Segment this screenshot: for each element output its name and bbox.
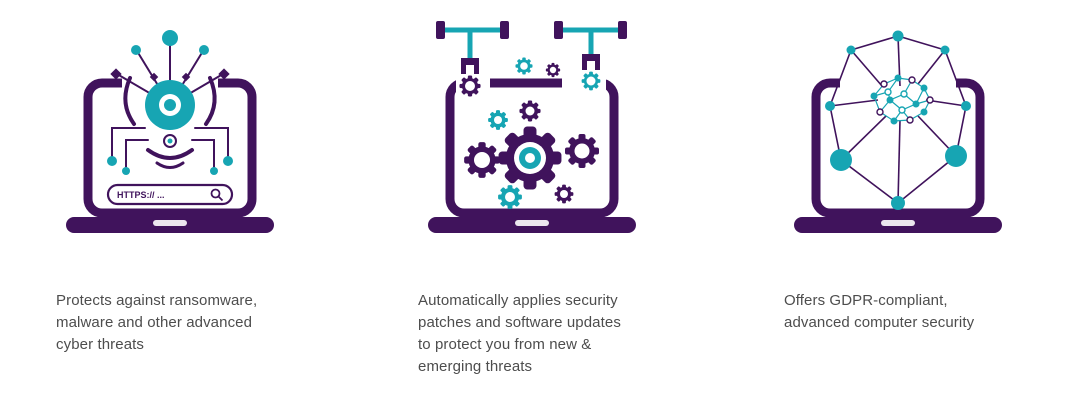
url-text: HTTPS:// ...	[117, 190, 165, 200]
gears-cluster-icon	[464, 100, 599, 209]
feature-caption: Protects against ransomware, malware and…	[56, 292, 258, 353]
network-shield-icon	[825, 30, 971, 210]
url-search-bar: HTTPS:// ...	[106, 183, 234, 206]
brain-network-icon	[870, 74, 934, 125]
robotic-arm-left-icon	[436, 21, 509, 74]
feature-gdpr-compliance: Offers GDPR-compliant, advanced computer…	[778, 8, 1048, 334]
security-updates-illustration	[428, 21, 636, 233]
search-icon	[210, 188, 224, 202]
border-mask	[562, 75, 606, 92]
feature-threat-protection: HTTPS:// ... Protects against ransomware…	[50, 8, 320, 356]
feature-caption: Automatically applies security patches a…	[418, 292, 621, 375]
feature-caption: Offers GDPR-compliant, advanced computer…	[784, 292, 975, 331]
gdpr-security-illustration	[794, 30, 1002, 233]
feature-automatic-updates: Automatically applies security patches a…	[412, 8, 682, 378]
ransomware-protection-illustration: HTTPS:// ...	[66, 30, 274, 233]
robotic-arm-right-icon	[554, 21, 627, 70]
